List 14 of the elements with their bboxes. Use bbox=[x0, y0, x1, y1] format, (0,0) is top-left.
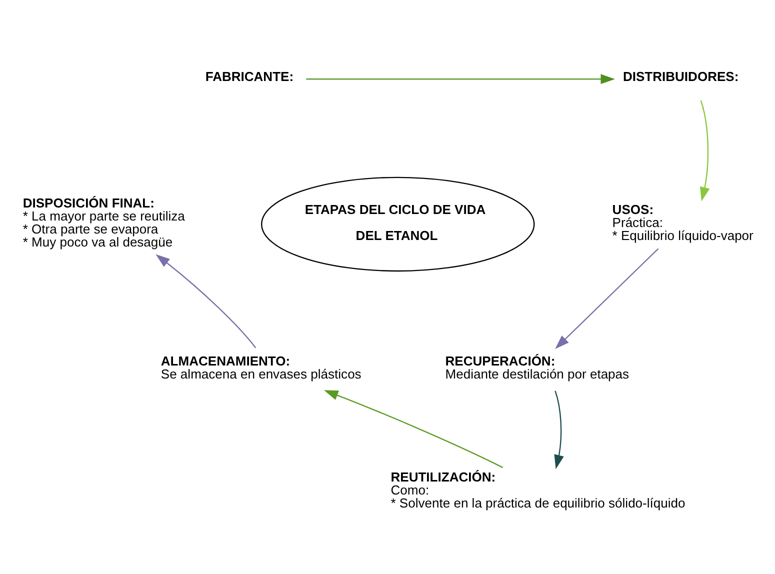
node-ellipse: ETAPAS DEL CICLO DE VIDA DEL ETANOL bbox=[261, 176, 535, 272]
arrow bbox=[700, 100, 710, 202]
node-text: DISPOSICIÓN FINAL: * La mayor parte se reutiliza * Otra parte se evapora * Muy poco va al desagüe bbox=[22, 195, 185, 250]
arrow bbox=[555, 248, 659, 349]
arrow bbox=[306, 74, 615, 84]
arrow bbox=[156, 254, 256, 348]
node-text: REUTILIZACIÓN: Como: * Solvente en la práctica de equilibrio sólido-líquido bbox=[390, 470, 686, 511]
arrow bbox=[324, 390, 504, 468]
node-text: RECUPERACIÓN: Mediante destilación por etapas bbox=[445, 354, 630, 382]
node-text: DISTRIBUIDORES: bbox=[622, 69, 739, 84]
arrow bbox=[554, 390, 564, 470]
node-text: USOS: Práctica: * Equilibrio líquido-vapor bbox=[612, 202, 754, 243]
node-text: FABRICANTE: bbox=[205, 69, 294, 84]
node-text: ALMACENAMIENTO: Se almacena en envases plásticos bbox=[160, 354, 362, 382]
